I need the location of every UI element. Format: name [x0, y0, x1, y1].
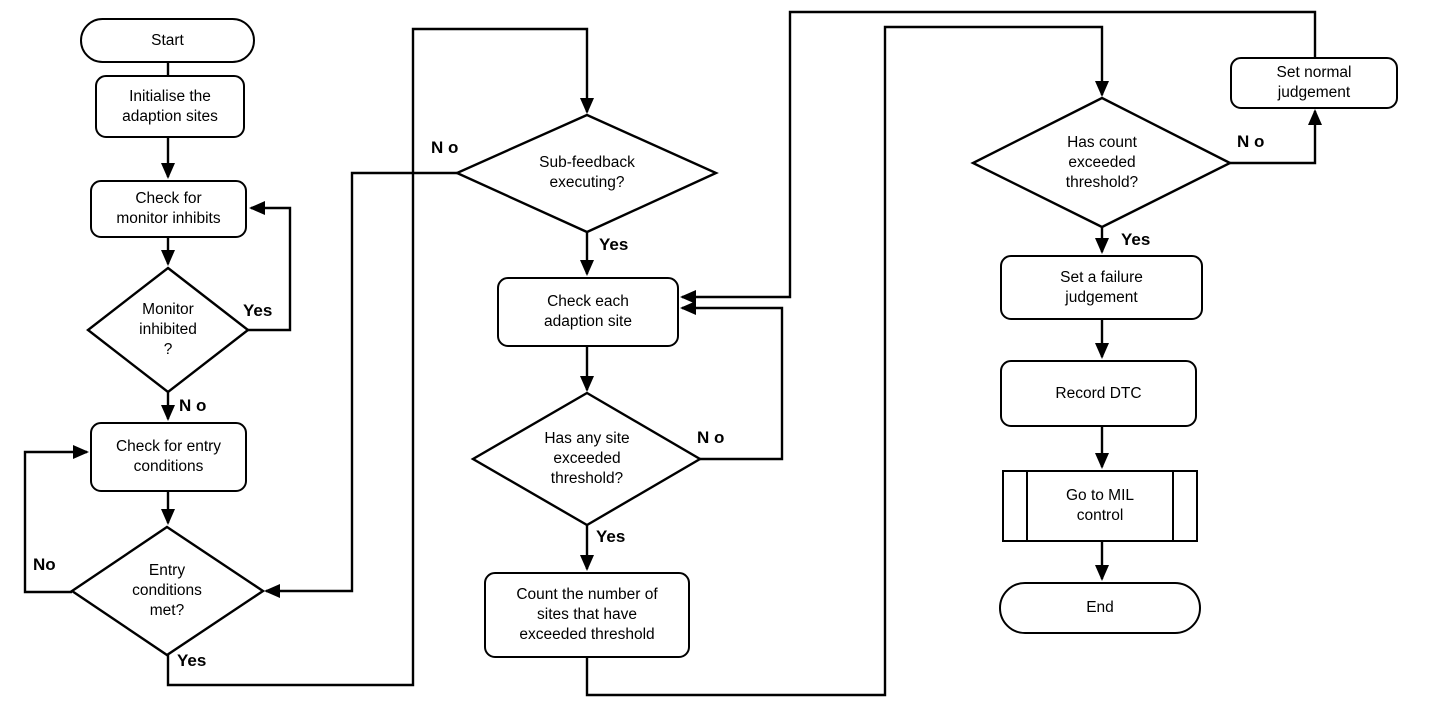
node-record-dtc: Record DTC [1000, 360, 1197, 427]
node-mil-control: Go to MIL control [1002, 470, 1198, 542]
predefined-process-right-bar [1172, 472, 1174, 540]
edge-label-monitor-no: N o [179, 396, 207, 415]
decision-count-exceeded [970, 96, 1233, 229]
decision-entry-met [69, 525, 266, 657]
edge-site-exceeded-no-loop [680, 301, 784, 461]
node-start: Start [80, 18, 255, 63]
edge-label-sub-feedback-no: N o [431, 138, 459, 157]
edge-label-entry-no: No [33, 555, 56, 574]
edge-label-sub-feedback-yes: Yes [599, 235, 629, 254]
edge-sub-feedback-no-to-entry-met [264, 171, 457, 598]
edge-entry-met-yes-to-sub-feedback [166, 27, 594, 687]
node-mil-control-label: Go to MIL control [1065, 487, 1135, 524]
edge-entry-met-no-loop [23, 445, 89, 594]
node-record-dtc-label: Record DTC [1055, 384, 1142, 402]
edge-count-exceeded-no-to-set-normal [1230, 109, 1322, 165]
edge-monitor-inhibited-yes-loop [248, 201, 292, 332]
edge-count-sites-to-count-exceeded [585, 25, 1109, 697]
node-check-monitor-label: Check for monitor inhibits [116, 190, 221, 227]
node-end: End [999, 582, 1201, 634]
node-set-failure: Set a failure judgement [1000, 255, 1203, 320]
edge-label-site-yes: Yes [596, 527, 626, 546]
node-count-sites: Count the number of sites that have exce… [484, 572, 690, 658]
node-set-normal: Set normal judgement [1230, 57, 1398, 109]
node-set-failure-label: Set a failure judgement [1060, 268, 1143, 306]
node-count-sites-label: Count the number of sites that have exce… [516, 586, 658, 643]
predefined-process-left-bar [1026, 472, 1028, 540]
node-check-monitor: Check for monitor inhibits [90, 180, 247, 238]
decision-sub-feedback [454, 113, 719, 234]
node-check-each-site-label: Check each adaption site [544, 293, 632, 330]
edge-label-count-yes: Yes [1121, 230, 1151, 249]
node-initialise: Initialise the adaption sites [95, 75, 245, 138]
decision-monitor-inhibited [86, 266, 250, 394]
edge-set-normal-to-check-each-site [680, 10, 1317, 304]
node-start-label: Start [151, 31, 184, 49]
node-check-each-site: Check each adaption site [497, 277, 679, 347]
edge-label-count-no: N o [1237, 132, 1265, 151]
decision-site-exceeded [470, 391, 703, 527]
node-set-normal-label: Set normal judgement [1276, 64, 1352, 101]
edge-label-monitor-yes: Yes [243, 301, 273, 320]
edge-label-site-no: N o [697, 428, 725, 447]
node-check-entry: Check for entry conditions [90, 422, 247, 492]
node-initialise-label: Initialise the adaption sites [122, 87, 218, 125]
edge-label-entry-yes: Yes [177, 651, 207, 670]
node-check-entry-label: Check for entry conditions [115, 438, 222, 475]
node-end-label: End [1086, 599, 1114, 617]
